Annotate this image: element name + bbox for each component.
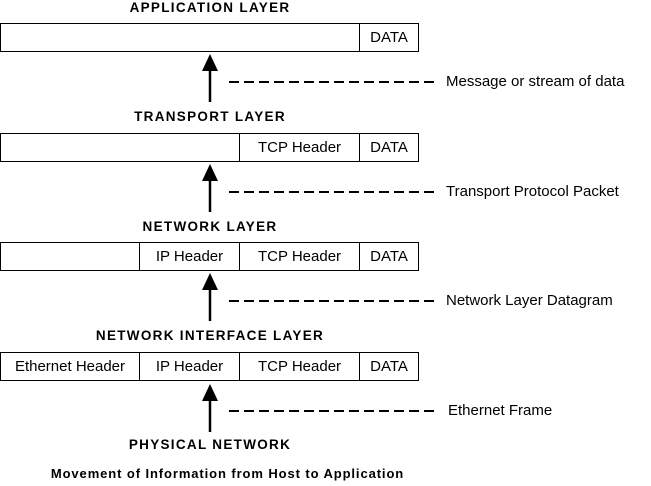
transport-layer-title: TRANSPORT LAYER (134, 109, 286, 124)
network-interface-layer-packet: Ethernet Header IP Header TCP Header DAT… (0, 352, 419, 381)
network-layer-title: NETWORK LAYER (142, 219, 278, 234)
dashed-leader-line (229, 191, 435, 193)
upward-arrow-icon (202, 384, 218, 432)
data-segment: DATA (359, 24, 418, 51)
empty-segment (1, 243, 139, 270)
ip-header-segment: IP Header (139, 243, 239, 270)
data-segment: DATA (359, 134, 418, 161)
upward-arrow-icon (202, 54, 218, 102)
physical-network-title: PHYSICAL NETWORK (128, 437, 292, 452)
dashed-leader-line (229, 410, 435, 412)
data-segment: DATA (359, 353, 418, 380)
application-layer-title: APPLICATION LAYER (129, 0, 291, 15)
ethernet-header-segment: Ethernet Header (14, 358, 126, 375)
network-layer-packet: IP Header TCP Header DATA (0, 242, 419, 271)
application-layer-packet: DATA (0, 23, 419, 52)
transport-layer-packet: TCP Header DATA (0, 133, 419, 162)
tcp-header-segment: TCP Header (239, 134, 359, 161)
upward-arrow-icon (202, 273, 218, 321)
annotation-ethernet-frame: Ethernet Frame (448, 402, 553, 419)
tcp-header-segment: TCP Header (239, 353, 359, 380)
data-segment: DATA (359, 243, 418, 270)
upward-arrow-icon (202, 164, 218, 212)
dashed-leader-line (229, 300, 435, 302)
dashed-leader-line (229, 81, 435, 83)
annotation-transport-packet: Transport Protocol Packet (446, 183, 619, 200)
diagram-caption: Movement of Information from Host to App… (50, 466, 405, 481)
annotation-message-stream: Message or stream of data (446, 73, 625, 90)
network-interface-layer-title: NETWORK INTERFACE LAYER (95, 328, 325, 343)
empty-segment (1, 134, 239, 161)
tcp-header-segment: TCP Header (239, 243, 359, 270)
annotation-network-datagram: Network Layer Datagram (446, 292, 613, 309)
empty-segment (1, 24, 359, 51)
ip-header-segment: IP Header (139, 353, 239, 380)
